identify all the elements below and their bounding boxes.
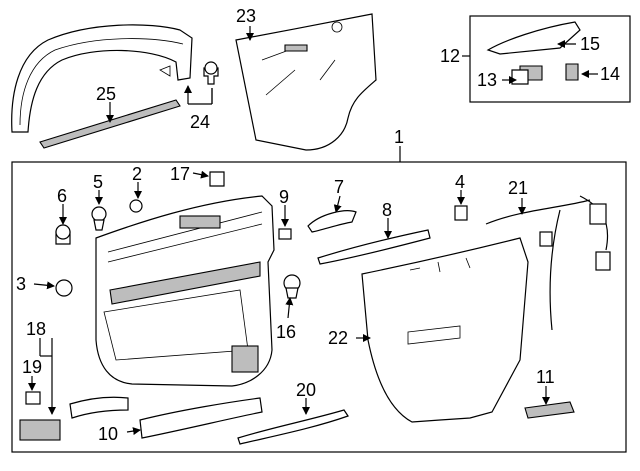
- callout-25: 25: [96, 84, 116, 104]
- inside-handle: [307, 210, 357, 233]
- callout-19: 19: [22, 357, 42, 377]
- water-deflector: [235, 13, 377, 151]
- armrest: [139, 397, 263, 439]
- callout-14: 14: [600, 64, 620, 84]
- trim-part-11: [524, 401, 575, 419]
- retainer-part-16: [283, 274, 301, 299]
- callout-16: 16: [276, 322, 296, 342]
- leader-lines: [28, 26, 598, 436]
- callout-13: 13: [477, 70, 497, 90]
- callout-18: 18: [26, 319, 46, 339]
- callout-17: 17: [170, 164, 190, 184]
- clip-parts: [203, 61, 219, 85]
- callout-2: 2: [132, 164, 142, 184]
- callout-7: 7: [334, 177, 344, 197]
- callout-8: 8: [382, 200, 392, 220]
- callout-21: 21: [508, 178, 528, 198]
- callout-10: 10: [98, 424, 118, 444]
- callout-23: 23: [236, 6, 256, 26]
- callout-1: 1: [394, 127, 404, 147]
- door-trim-panel: [95, 195, 275, 387]
- callout-20: 20: [296, 380, 316, 400]
- callout-12: 12: [440, 46, 460, 66]
- callout-11: 11: [536, 367, 555, 387]
- callout-6: 6: [57, 186, 67, 206]
- callout-9: 9: [279, 187, 289, 207]
- switch-part-4: [454, 205, 468, 221]
- callout-24: 24: [190, 112, 210, 132]
- callout-22: 22: [328, 328, 348, 348]
- vapor-barrier: [361, 237, 529, 423]
- fastener-parts: [55, 171, 225, 297]
- pull-strap: [317, 229, 431, 265]
- callout-15: 15: [580, 34, 600, 54]
- wiring-harness: [485, 195, 611, 331]
- weatherstrip-arch: [11, 24, 193, 133]
- trim-strip: [237, 409, 349, 445]
- callout-4: 4: [455, 172, 465, 192]
- switch-bits: [19, 391, 129, 441]
- main-frame: [11, 161, 627, 453]
- callout-5: 5: [93, 172, 103, 192]
- belt-molding: [39, 99, 181, 149]
- callout-3: 3: [16, 274, 26, 294]
- clip-part-9: [278, 228, 292, 240]
